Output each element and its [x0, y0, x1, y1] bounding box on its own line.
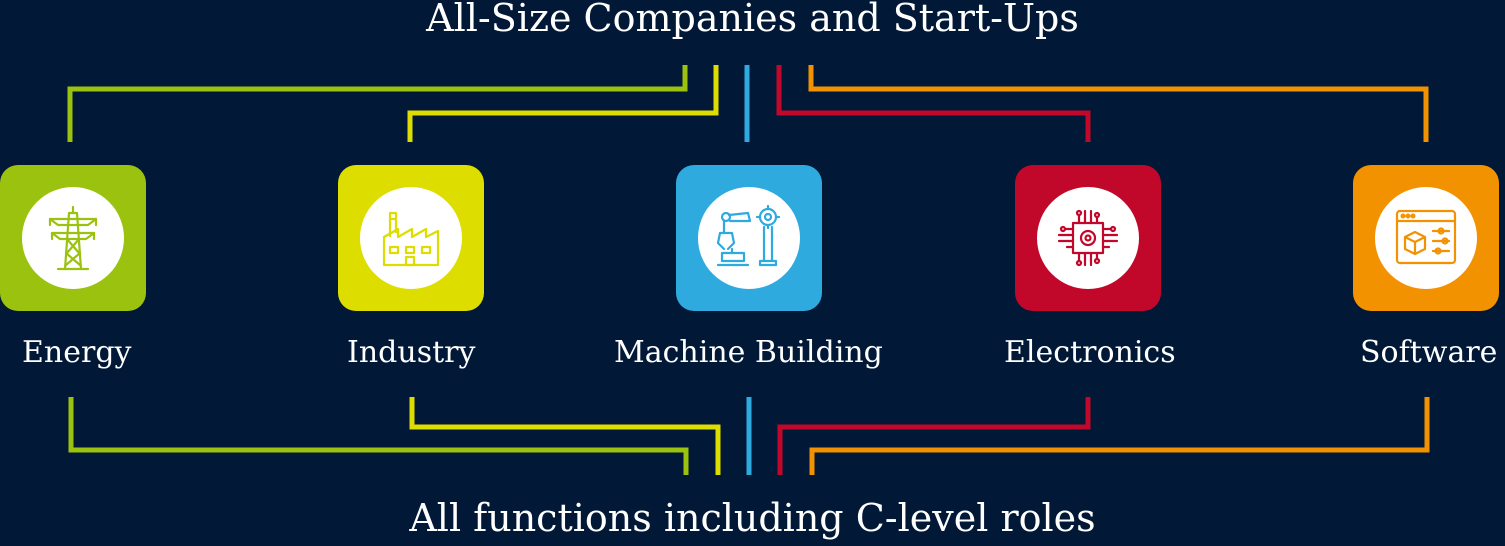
sector-tile-energy: [0, 165, 146, 311]
top-heading: All-Size Companies and Start-Ups: [426, 0, 1079, 40]
sector-label-machine-building: Machine Building: [614, 335, 883, 370]
connector-top-energy: [67, 65, 688, 142]
microchip-icon: [1057, 209, 1119, 267]
connector-bottom-software: [809, 397, 1430, 475]
factory-icon: [382, 211, 440, 267]
sector-tile-industry: [338, 165, 484, 311]
sector-label-energy: Energy: [22, 335, 132, 370]
connector-top-software: [808, 65, 1429, 142]
sector-tile-electronics: [1015, 165, 1161, 311]
connector-bottom-energy: [68, 397, 689, 475]
connector-bottom-industry: [409, 397, 721, 475]
software-window-icon: [1395, 209, 1457, 265]
sector-label-software: Software: [1360, 335, 1498, 370]
power-tower-icon: [48, 205, 98, 271]
connector-top-electronics: [776, 65, 1091, 142]
sector-label-electronics: Electronics: [1004, 335, 1176, 370]
robotic-arm-icon: [716, 204, 781, 267]
connector-bottom-electronics: [777, 397, 1091, 475]
bottom-heading: All functions including C-level roles: [409, 496, 1096, 540]
sector-tile-software: [1353, 165, 1499, 311]
connector-top-industry: [407, 65, 719, 142]
sector-label-industry: Industry: [347, 335, 476, 370]
sector-tile-machine-building: [676, 165, 822, 311]
